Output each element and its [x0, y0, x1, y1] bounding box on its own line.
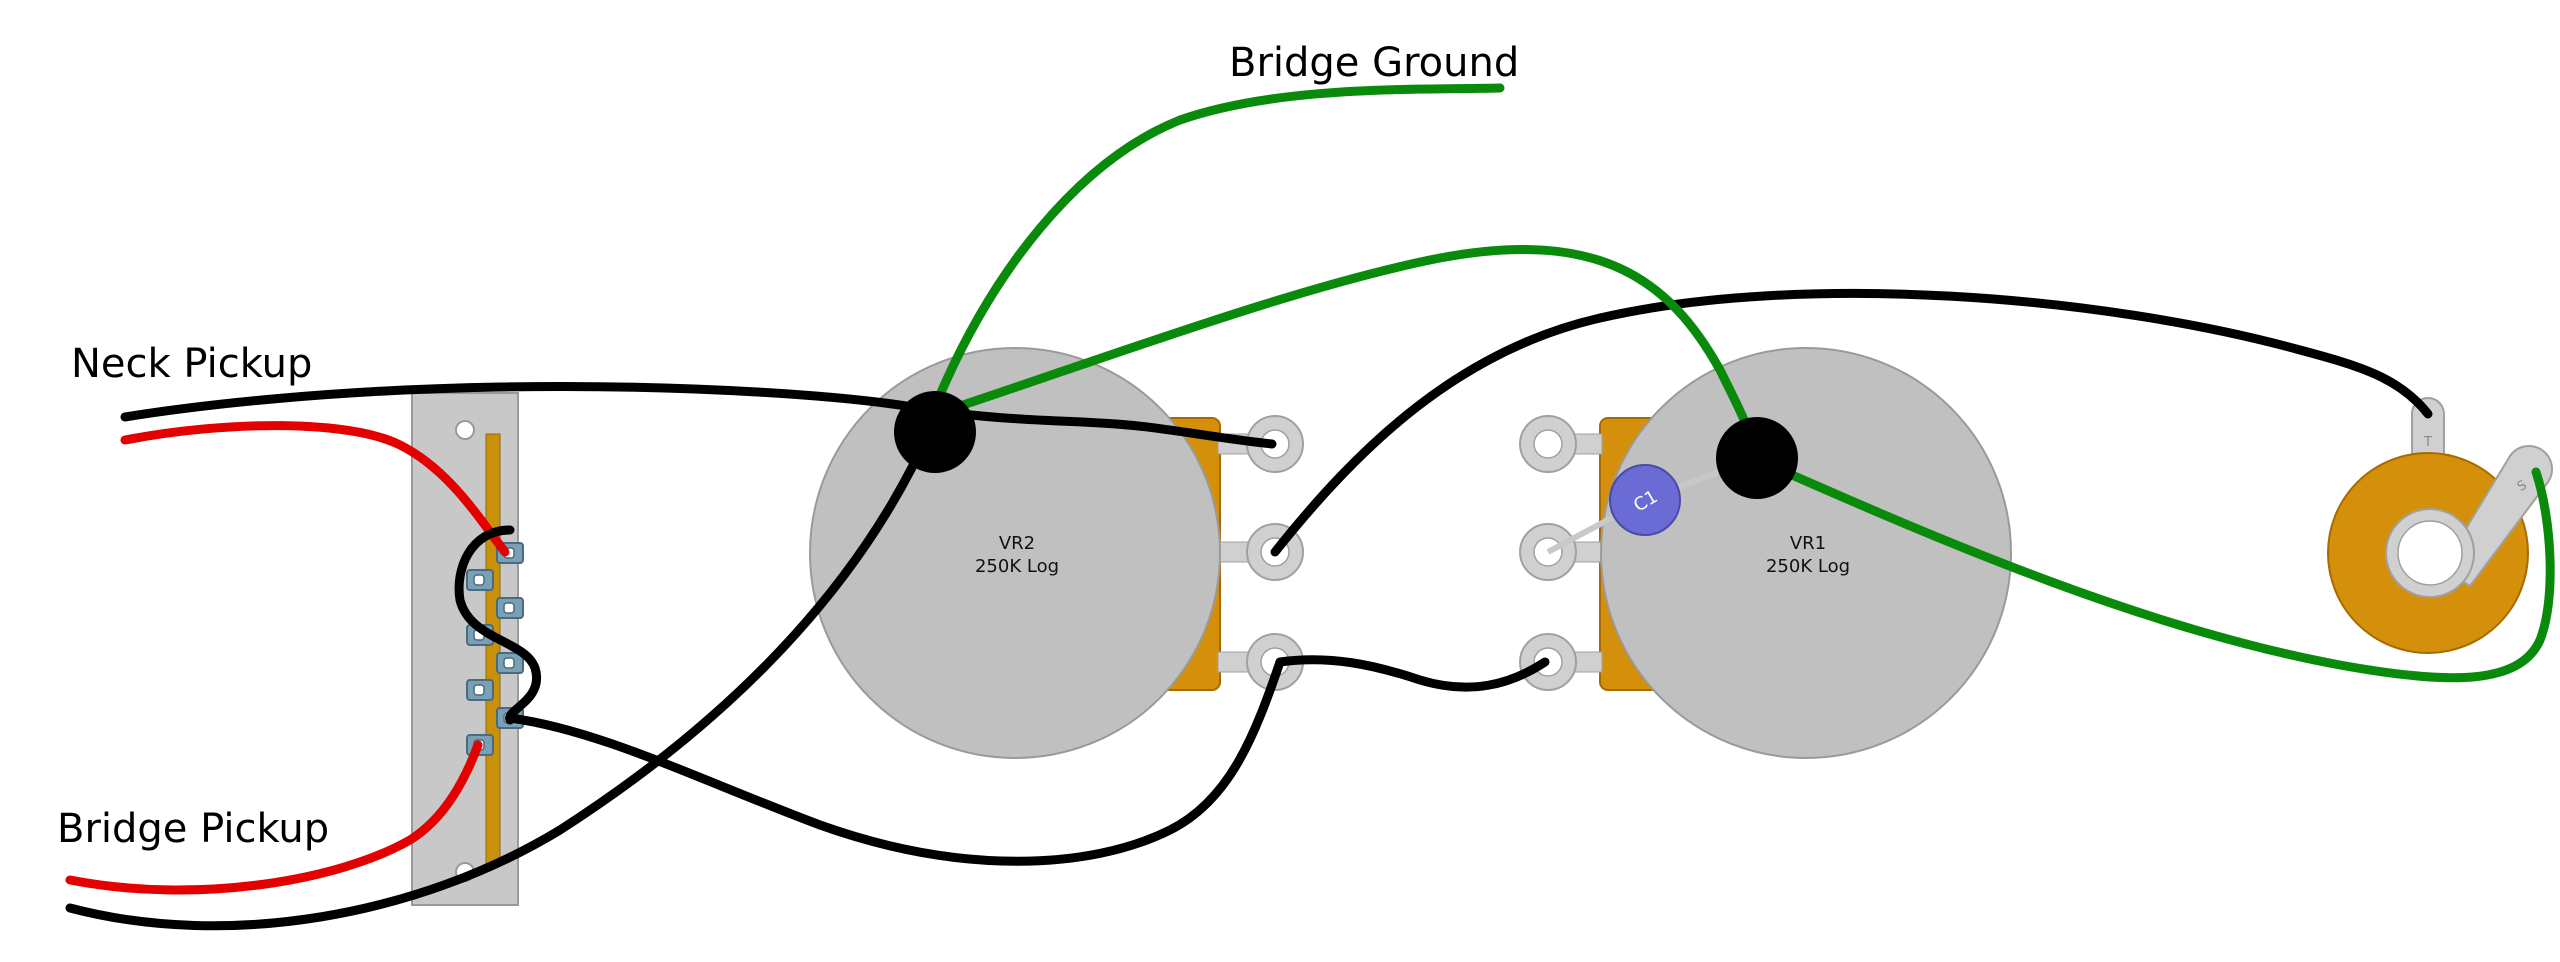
wire-bridge-ground	[927, 83, 1505, 419]
label-neck-pickup: Neck Pickup	[71, 341, 312, 387]
wire-switch-to-vr1	[505, 655, 1550, 866]
wire-bridge-pickup-ground	[65, 425, 935, 931]
pot-vr1-body	[1600, 347, 2012, 759]
pot-vr2: VR2 250K Log	[809, 347, 1304, 759]
wires	[65, 83, 2555, 931]
output-jack: T S	[2327, 397, 2553, 654]
jack-hole	[2397, 520, 2463, 586]
pot-vr1-name: VR1	[1790, 533, 1826, 554]
pot-vr2-name: VR2	[999, 533, 1035, 554]
label-bridge-pickup: Bridge Pickup	[57, 806, 329, 852]
wire-bridge-pickup-hot	[65, 740, 483, 895]
wire-neck-pickup-ground	[120, 382, 1277, 449]
pot-vr1-value: 250K Log	[1766, 556, 1850, 577]
wire-vr1-to-jack-sleeve	[1753, 455, 2555, 683]
switch-blade	[485, 433, 501, 865]
wire-vr2-to-vr1-ground	[931, 245, 1757, 445]
switch-mount-hole-top	[455, 420, 475, 440]
capacitor-c1: C1	[1546, 455, 1757, 555]
wire-switch-loop	[454, 525, 542, 725]
capacitor-body	[1609, 464, 1681, 536]
label-bridge-ground: Bridge Ground	[1229, 40, 1519, 86]
wire-vr2-to-jack-tip	[1270, 288, 2433, 557]
wire-neck-pickup-hot	[120, 421, 510, 557]
solder-joint-vr1	[1716, 417, 1798, 499]
jack-tip-label: T	[2423, 435, 2432, 450]
pot-vr2-value: 250K Log	[975, 556, 1059, 577]
pot-vr1: VR1 250K Log	[1519, 347, 2012, 759]
solder-joint-vr2	[894, 391, 976, 473]
jack-tip-lug	[2411, 397, 2445, 463]
